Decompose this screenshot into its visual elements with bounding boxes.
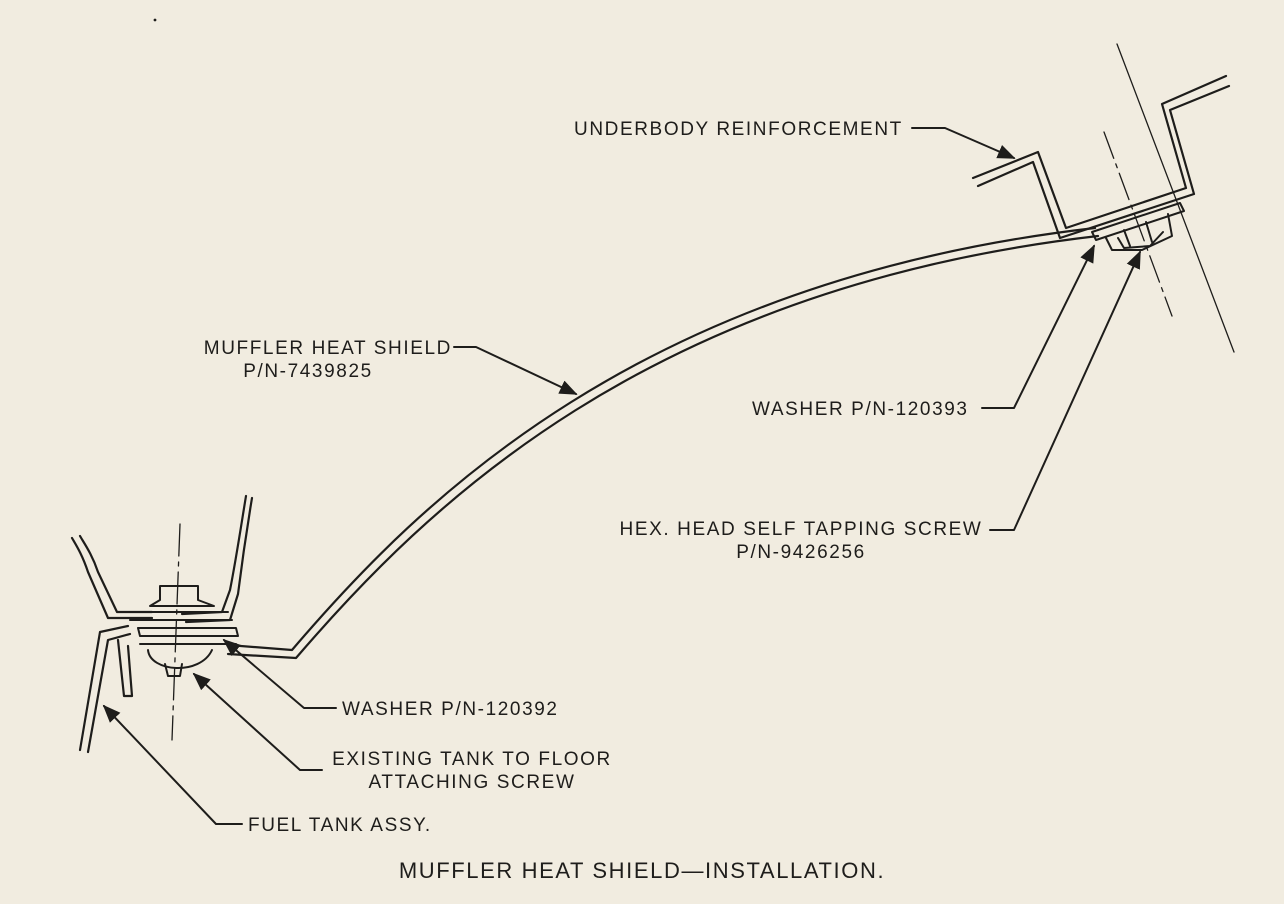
hex-screw-head (1105, 213, 1173, 251)
leader-fuel-tank (102, 704, 243, 825)
label-underbody-reinforcement: UNDERBODY REINFORCEMENT (574, 119, 903, 140)
paper-speck (153, 18, 157, 22)
label-washer-right: WASHER P/N-120393 (752, 399, 969, 420)
leader-lines (102, 127, 1141, 825)
screw-top-cap (149, 585, 215, 607)
right-fastener (1091, 202, 1185, 251)
label-muffler-heat-shield-line2: P/N-7439825 (243, 361, 373, 382)
label-hex-screw-line2: P/N-9426256 (736, 542, 866, 563)
leader-tank-screw (192, 672, 323, 771)
muffler-heat-shield (226, 226, 1100, 660)
washer-right-shape (1091, 202, 1185, 241)
left-center-line (171, 523, 181, 741)
label-fuel-tank: FUEL TANK ASSY. (248, 815, 432, 836)
leader-heat-shield (453, 346, 578, 395)
label-washer-left: WASHER P/N-120392 (342, 699, 559, 720)
leader-hex-screw (989, 250, 1141, 531)
leader-underbody (911, 127, 1016, 159)
figure-caption: MUFFLER HEAT SHIELD—INSTALLATION. (398, 858, 886, 883)
label-tank-screw-line1: EXISTING TANK TO FLOOR (332, 749, 612, 770)
label-hex-screw: HEX. HEAD SELF TAPPING SCREW P/N-9426256 (616, 518, 986, 564)
washer-left-shape (137, 627, 239, 637)
label-hex-screw-line1: HEX. HEAD SELF TAPPING SCREW (619, 519, 983, 540)
label-tank-screw: EXISTING TANK TO FLOOR ATTACHING SCREW (326, 748, 618, 794)
underbody-reinforcement (971, 74, 1231, 240)
label-tank-screw-line2: ATTACHING SCREW (368, 772, 576, 793)
left-fastener (129, 585, 239, 677)
fuel-tank-flange (70, 494, 254, 754)
label-muffler-heat-shield-line1: MUFFLER HEAT SHIELD (203, 338, 452, 359)
leader-washer-left (222, 638, 337, 709)
leader-washer-right (981, 244, 1095, 409)
label-muffler-heat-shield: MUFFLER HEAT SHIELD P/N-7439825 (190, 337, 452, 383)
right-center-lines (1103, 43, 1235, 353)
